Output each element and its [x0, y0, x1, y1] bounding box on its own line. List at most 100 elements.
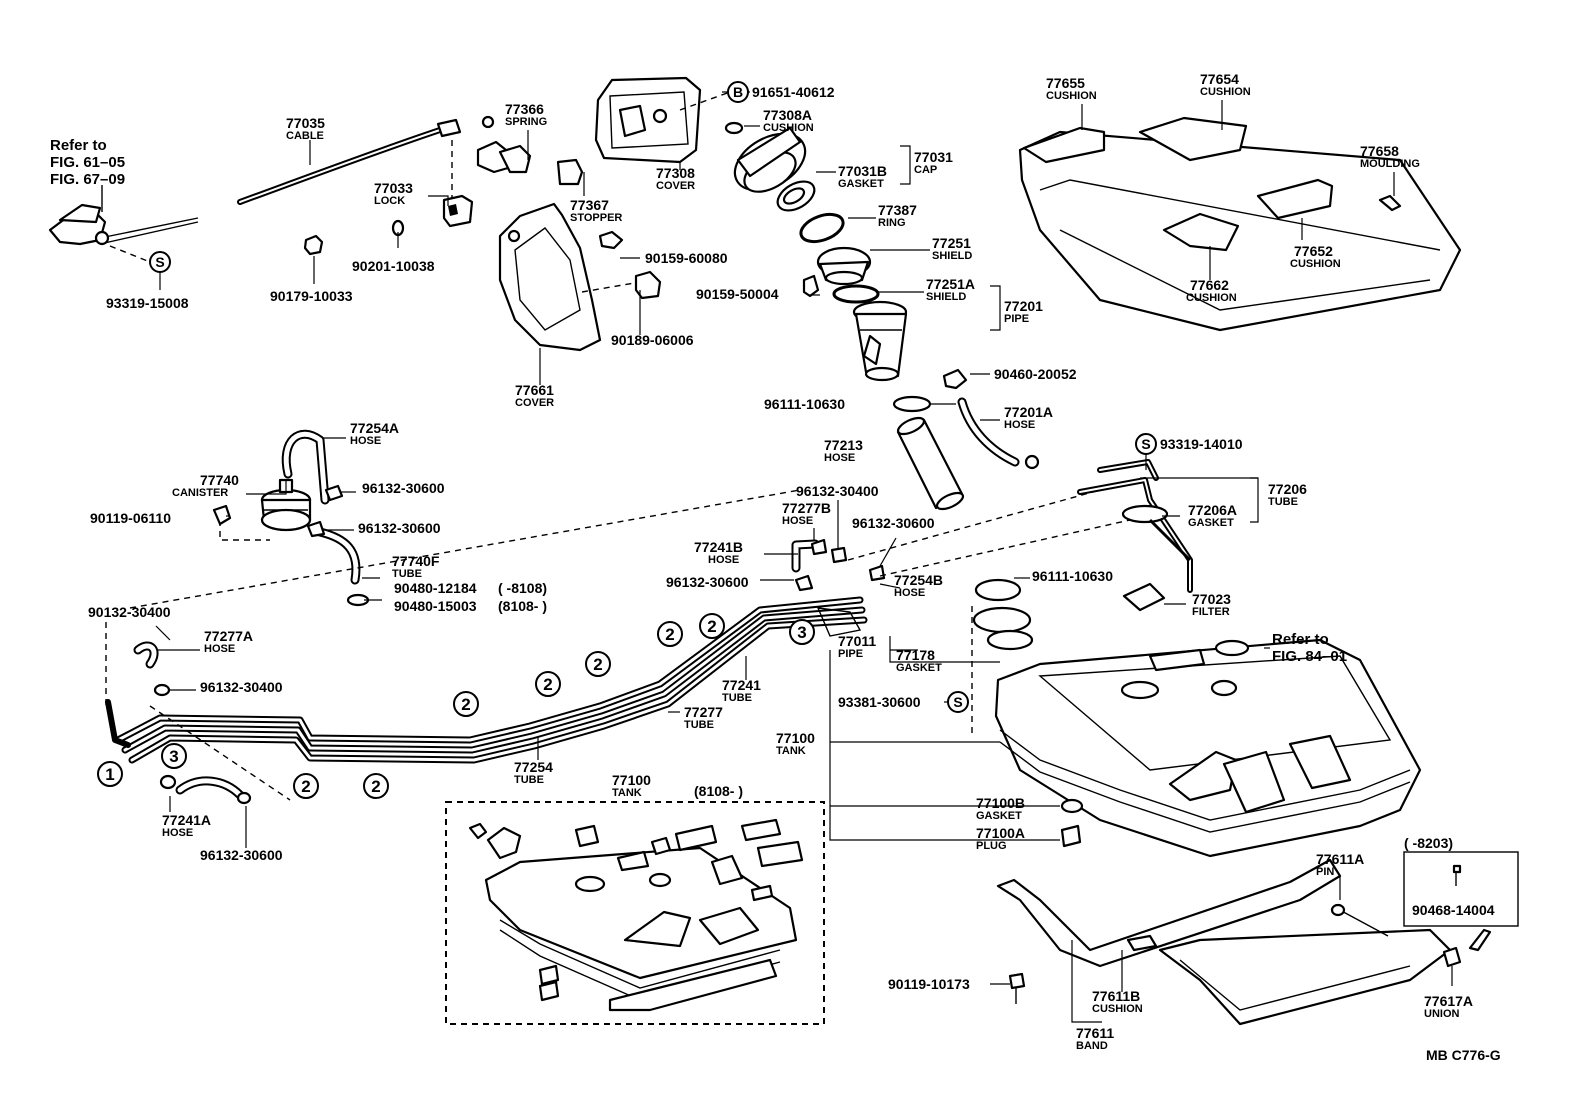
svg-text:2: 2 [707, 617, 716, 636]
svg-text:77611B: 77611B [1092, 988, 1140, 1004]
cushion-77655 [1022, 126, 1106, 164]
svg-text:GASKET: GASKET [1188, 517, 1234, 529]
cover-77308 [594, 76, 702, 164]
gasket-77178 [972, 578, 1034, 651]
svg-text:77254A: 77254A [350, 420, 399, 436]
svg-text:( -8203): ( -8203) [1404, 835, 1453, 851]
svg-text:UNION: UNION [1424, 1008, 1460, 1020]
svg-text:TUBE: TUBE [392, 568, 422, 580]
fuel-lines [114, 596, 868, 764]
cushion-77654 [1138, 116, 1248, 162]
svg-text:77011: 77011 [838, 633, 876, 649]
spring [476, 140, 532, 174]
svg-text:77611: 77611 [1076, 1025, 1114, 1041]
svg-text:3: 3 [169, 747, 178, 766]
svg-text:PLUG: PLUG [976, 840, 1007, 852]
svg-text:77277: 77277 [684, 704, 723, 720]
svg-text:77655: 77655 [1046, 75, 1085, 91]
svg-text:B: B [733, 84, 743, 100]
svg-text:TUBE: TUBE [514, 774, 544, 786]
svg-text:77213: 77213 [824, 437, 863, 453]
lock [442, 194, 474, 228]
svg-text:96132-30400: 96132-30400 [200, 679, 283, 695]
svg-text:FIG. 61–05: FIG. 61–05 [50, 154, 125, 171]
svg-text:(8108- ): (8108- ) [694, 783, 743, 799]
svg-text:91651-40612: 91651-40612 [752, 84, 835, 100]
svg-text:77308A: 77308A [763, 107, 812, 123]
svg-text:96111-10630: 96111-10630 [764, 396, 845, 412]
svg-text:CUSHION: CUSHION [763, 122, 814, 134]
svg-text:90159-50004: 90159-50004 [696, 286, 779, 302]
svg-text:MOULDING: MOULDING [1360, 158, 1420, 170]
refer-label-2: Refer to [1272, 631, 1329, 648]
svg-text:S: S [155, 254, 164, 270]
svg-text:77654: 77654 [1200, 71, 1239, 87]
svg-text:77201: 77201 [1004, 298, 1043, 314]
svg-text:TANK: TANK [612, 787, 642, 799]
svg-text:90468-14004: 90468-14004 [1412, 902, 1495, 918]
svg-text:HOSE: HOSE [350, 435, 381, 447]
svg-text:93319-15008: 93319-15008 [106, 295, 189, 311]
svg-text:77241B: 77241B [694, 539, 743, 555]
svg-text:90179-10033: 90179-10033 [270, 288, 353, 304]
svg-text:77031B: 77031B [838, 163, 887, 179]
bracket-assembly-left [48, 203, 199, 246]
inset-box [1403, 851, 1519, 927]
svg-text:HOSE: HOSE [1004, 419, 1035, 431]
svg-text:77387: 77387 [878, 202, 917, 218]
labels: Refer to FIG. 61–05 FIG. 67–09 Refer to … [50, 71, 1501, 1063]
svg-text:77033: 77033 [374, 180, 413, 196]
svg-text:FIG. 67–09: FIG. 67–09 [50, 171, 125, 188]
svg-text:96132-30600: 96132-30600 [666, 574, 749, 590]
svg-text:77308: 77308 [656, 165, 695, 181]
svg-text:2: 2 [665, 625, 674, 644]
alt-tank-box [445, 801, 825, 1025]
svg-text:PIPE: PIPE [1004, 313, 1029, 325]
plug-cover [1214, 639, 1250, 657]
svg-text:90132-30400: 90132-30400 [88, 604, 171, 620]
svg-text:STOPPER: STOPPER [570, 212, 622, 224]
svg-text:HOSE: HOSE [204, 643, 235, 655]
svg-text:77367: 77367 [570, 197, 609, 213]
svg-text:2: 2 [593, 655, 602, 674]
svg-text:TANK: TANK [776, 745, 806, 757]
svg-text:77611A: 77611A [1316, 851, 1364, 867]
svg-text:96132-30600: 96132-30600 [358, 520, 441, 536]
refer-label-1: Refer to [50, 137, 107, 154]
svg-text:77206A: 77206A [1188, 502, 1237, 518]
tank-77100 [994, 638, 1422, 858]
hose-77201a [957, 397, 1020, 467]
tube-77740f [315, 527, 361, 585]
svg-text:77035: 77035 [286, 115, 325, 131]
svg-text:CUSHION: CUSHION [1186, 292, 1237, 304]
svg-text:77658: 77658 [1360, 143, 1399, 159]
cushion-77652 [1256, 178, 1334, 220]
svg-text:96132-30400: 96132-30400 [796, 483, 879, 499]
svg-text:HOSE: HOSE [894, 587, 925, 599]
svg-text:90159-60080: 90159-60080 [645, 250, 728, 266]
svg-text:77251: 77251 [932, 235, 971, 251]
svg-text:77662: 77662 [1190, 277, 1229, 293]
svg-text:90189-06006: 90189-06006 [611, 332, 694, 348]
hose-77213 [896, 416, 965, 511]
svg-text:HOSE: HOSE [824, 452, 855, 464]
svg-text:77661: 77661 [515, 382, 554, 398]
svg-text:2: 2 [543, 675, 552, 694]
svg-text:77178: 77178 [896, 647, 935, 663]
svg-text:GASKET: GASKET [838, 178, 884, 190]
callout-circles: 1 3 2 2 2 2 2 2 2 3 S S S B [97, 81, 1157, 799]
union [1442, 946, 1462, 968]
ring [799, 212, 845, 244]
svg-text:2: 2 [301, 777, 310, 796]
svg-text:90480-15003: 90480-15003 [394, 598, 477, 614]
svg-text:LOCK: LOCK [374, 195, 405, 207]
svg-text:TUBE: TUBE [684, 719, 714, 731]
cover-77661 [498, 202, 602, 352]
svg-text:FILTER: FILTER [1192, 606, 1230, 618]
svg-text:(8108- ): (8108- ) [498, 598, 547, 614]
svg-text:SPRING: SPRING [505, 116, 547, 128]
cap-77031 [733, 126, 807, 193]
svg-text:COVER: COVER [656, 180, 695, 192]
svg-text:90119-06110: 90119-06110 [90, 510, 171, 526]
